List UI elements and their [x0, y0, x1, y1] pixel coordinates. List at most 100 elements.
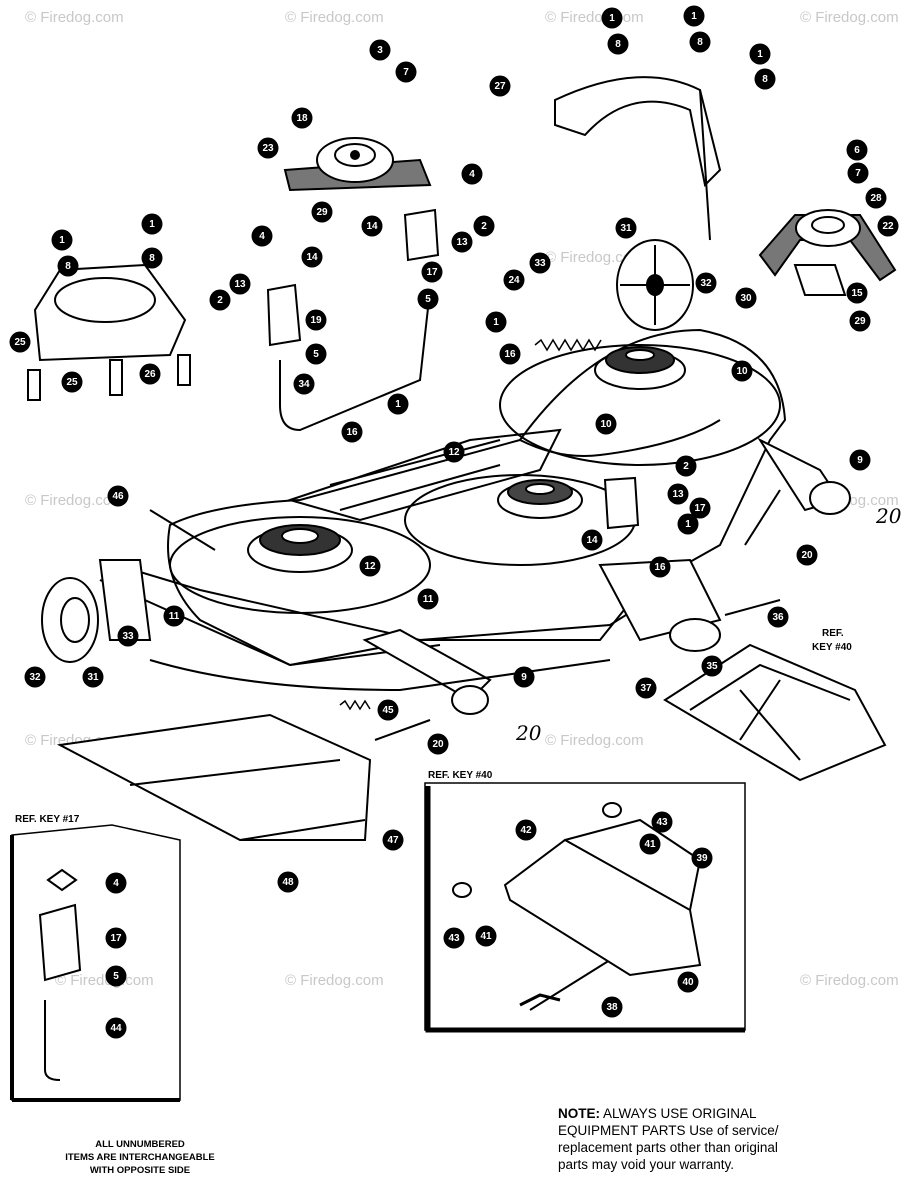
callout-marker: [341, 421, 363, 443]
callout-marker: [615, 217, 637, 239]
callout-28: 28: [865, 187, 887, 209]
watermark: © Firedog.com: [545, 9, 644, 26]
spindle-cover: [27, 263, 191, 401]
callout-marker: [107, 485, 129, 507]
callout-number: 28: [870, 193, 882, 204]
callout-9: 9: [849, 449, 871, 471]
callout-16: 16: [341, 421, 363, 443]
callout-42: 42: [515, 819, 537, 841]
callout-marker: [141, 213, 163, 235]
callout-number: 25: [14, 337, 26, 348]
callout-number: 20: [432, 739, 444, 750]
note-line: ALWAYS USE ORIGINAL: [600, 1106, 757, 1121]
callout-number: 3: [377, 45, 383, 56]
callout-14: 14: [301, 246, 323, 268]
callout-45: 45: [377, 699, 399, 721]
left-idler-assembly: [283, 137, 432, 192]
callout-22: 22: [877, 215, 899, 237]
rear-baffle: [554, 76, 722, 241]
callout-32: 32: [24, 666, 46, 688]
watermark: © Firedog.com: [800, 9, 899, 26]
callout-number: 24: [508, 275, 520, 286]
callout-12: 12: [443, 441, 465, 463]
callout-number: 44: [110, 1023, 122, 1034]
callout-1: 1: [749, 43, 771, 65]
callout-marker: [749, 43, 771, 65]
callout-7: 7: [847, 162, 869, 184]
callout-46: 46: [107, 485, 129, 507]
callout-group: 1818182737182342914132175672822152918182…: [9, 5, 899, 1039]
callout-marker: [451, 231, 473, 253]
callout-5: 5: [105, 965, 127, 987]
callout-number: 45: [382, 705, 394, 716]
callout-marker: [417, 288, 439, 310]
callout-marker: [489, 75, 511, 97]
inset-ref-17: [10, 824, 181, 1102]
callout-marker: [639, 833, 661, 855]
callout-number: 17: [110, 933, 122, 944]
callout-number: 9: [857, 455, 863, 466]
callout-30: 30: [735, 287, 757, 309]
callout-marker: [735, 287, 757, 309]
callout-15: 15: [846, 282, 868, 304]
callout-marker: [667, 483, 689, 505]
callout-number: 25: [66, 377, 78, 388]
callout-number: 5: [113, 971, 119, 982]
callout-14: 14: [361, 215, 383, 237]
callout-10: 10: [595, 413, 617, 435]
callout-marker: [513, 666, 535, 688]
callout-number: 8: [65, 261, 71, 272]
rods: [149, 489, 781, 1011]
callout-number: 35: [706, 661, 718, 672]
callout-number: 20: [801, 550, 813, 561]
callout-number: 36: [772, 612, 784, 623]
callout-marker: [277, 871, 299, 893]
callout-marker: [796, 544, 818, 566]
callout-number: 8: [697, 37, 703, 48]
watermark: © Firedog.com: [285, 972, 384, 989]
callout-number: 33: [534, 258, 546, 269]
callout-33: 33: [529, 252, 551, 274]
callout-marker: [485, 311, 507, 333]
callout-number: 41: [644, 839, 656, 850]
callout-number: 7: [403, 67, 409, 78]
callout-marker: [301, 246, 323, 268]
callout-17: 17: [421, 261, 443, 283]
callout-47: 47: [382, 829, 404, 851]
callout-number: 16: [654, 562, 666, 573]
callout-number: 14: [366, 221, 378, 232]
callout-number: 14: [586, 535, 598, 546]
watermark: © Firedog.com: [25, 492, 124, 509]
gauge-wheel: [41, 559, 152, 663]
unnumbered-items-note: ALL UNNUMBERED ITEMS ARE INTERCHANGEABLE…: [40, 1138, 240, 1177]
callout-number: 8: [762, 74, 768, 85]
callout-number: 5: [425, 294, 431, 305]
handwritten-note: 20: [515, 721, 542, 745]
callout-number: 1: [59, 235, 65, 246]
callout-number: 1: [395, 399, 401, 410]
callout-number: 17: [426, 267, 438, 278]
callout-number: 29: [316, 207, 328, 218]
callout-marker: [82, 666, 104, 688]
ref-label-bottom: KEY #40: [812, 642, 852, 653]
callout-number: 29: [854, 316, 866, 327]
callout-number: 8: [615, 39, 621, 50]
callout-marker: [473, 215, 495, 237]
callout-7: 7: [395, 61, 417, 83]
callout-4: 4: [251, 225, 273, 247]
callout-marker: [369, 39, 391, 61]
callout-marker: [382, 829, 404, 851]
callout-35: 35: [701, 655, 723, 677]
callout-number: 1: [609, 13, 615, 24]
callout-marker: [601, 996, 623, 1018]
callout-11: 11: [163, 605, 185, 627]
callout-marker: [387, 393, 409, 415]
right-idler-assembly: [758, 209, 897, 296]
callout-marker: [754, 68, 776, 90]
callout-number: 38: [606, 1002, 618, 1013]
note-heading: NOTE:: [558, 1106, 600, 1121]
callout-marker: [731, 360, 753, 382]
callout-number: 4: [113, 878, 119, 889]
callout-13: 13: [229, 273, 251, 295]
